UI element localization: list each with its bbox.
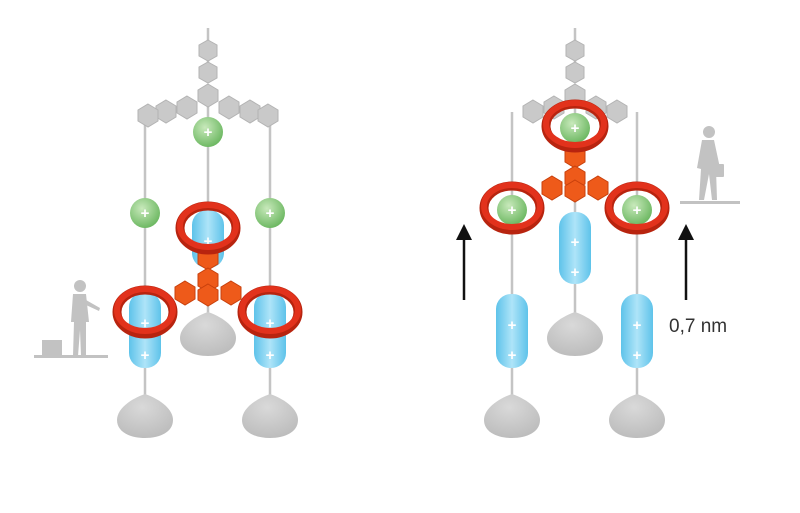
right-green-bead-right: + <box>622 195 652 225</box>
right-up-arrow <box>678 224 694 300</box>
right-panel: + + + + + + + + + <box>456 28 740 438</box>
svg-text:+: + <box>204 233 213 250</box>
svg-text:+: + <box>633 202 642 219</box>
right-person-icon <box>680 126 740 204</box>
right-ring-left <box>479 181 545 235</box>
left-gray-anchors <box>117 312 298 438</box>
svg-text:+: + <box>633 317 642 334</box>
left-green-bead-top: + <box>193 117 223 147</box>
right-blue-cylinder-center: + + <box>559 212 591 284</box>
right-ring-right <box>604 181 670 235</box>
left-green-bead-left: + <box>130 198 160 228</box>
svg-text:+: + <box>508 317 517 334</box>
svg-text:+: + <box>571 264 580 281</box>
left-top-hex-cluster <box>137 39 279 128</box>
svg-text:+: + <box>141 205 150 222</box>
svg-text:+: + <box>508 202 517 219</box>
svg-text:+: + <box>204 124 213 141</box>
svg-text:+: + <box>266 347 275 364</box>
right-orange-platform <box>541 143 609 203</box>
distance-label: 0,7 nm <box>669 316 727 337</box>
left-green-bead-right: + <box>255 198 285 228</box>
right-ring-top <box>541 99 609 153</box>
left-person-icon <box>34 280 108 358</box>
svg-text:+: + <box>571 234 580 251</box>
right-blue-cylinder-right: + + <box>621 294 653 368</box>
right-gray-anchors <box>484 312 665 438</box>
left-panel: + + + + + + + + <box>34 28 303 438</box>
right-blue-cylinder-left: + + <box>496 294 528 368</box>
right-green-bead-left: + <box>497 195 527 225</box>
svg-text:+: + <box>266 315 275 332</box>
right-green-bead-top: + <box>560 113 590 143</box>
svg-text:+: + <box>571 120 580 137</box>
left-ring-right <box>237 285 303 339</box>
svg-text:+: + <box>633 347 642 364</box>
left-up-arrow <box>456 224 472 300</box>
left-ring-left <box>112 285 178 339</box>
svg-text:+: + <box>508 347 517 364</box>
left-ring-center <box>175 201 241 255</box>
left-orange-platform <box>174 245 242 307</box>
svg-text:+: + <box>141 315 150 332</box>
svg-text:+: + <box>266 205 275 222</box>
svg-text:+: + <box>141 347 150 364</box>
